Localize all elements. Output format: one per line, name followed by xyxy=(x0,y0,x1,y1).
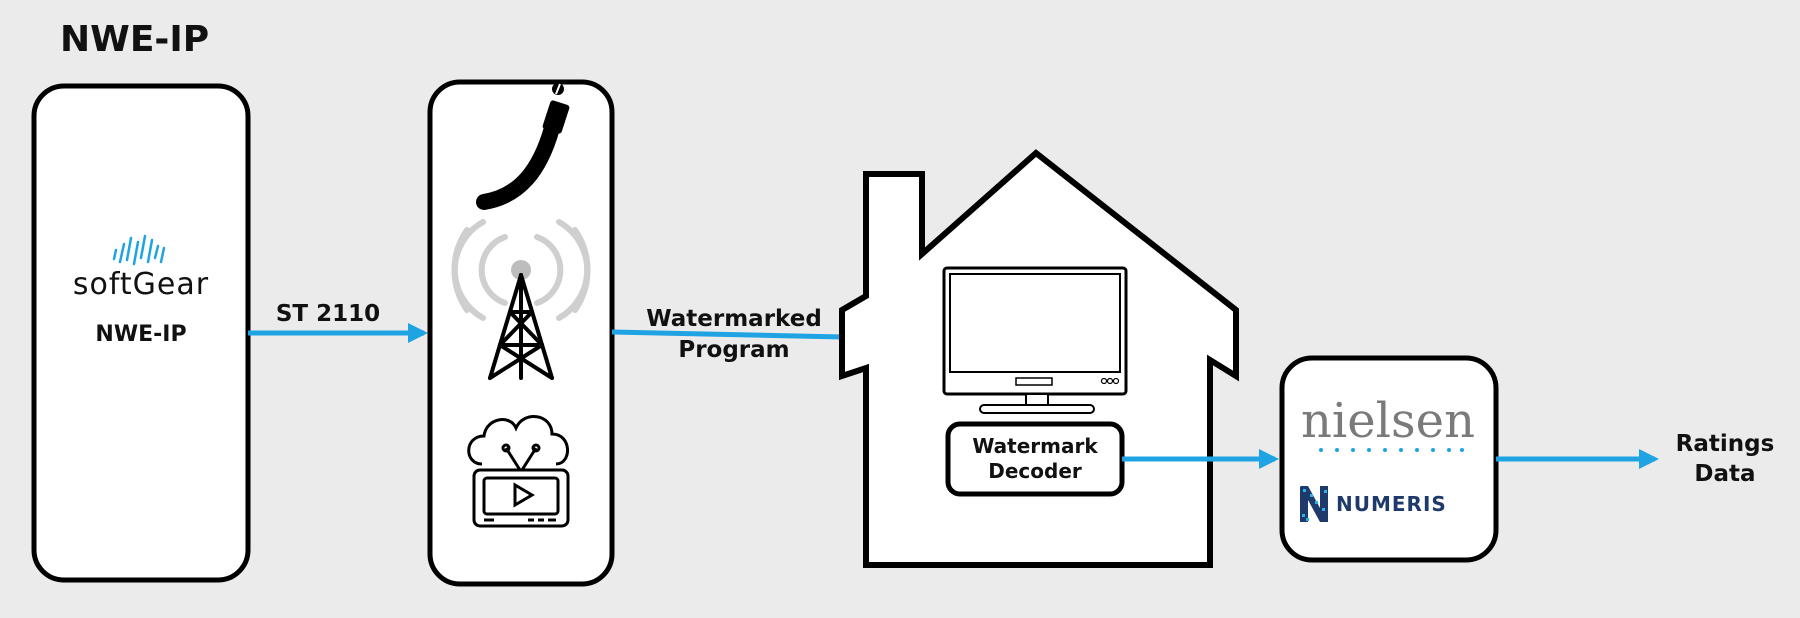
program-label-line2: Program xyxy=(678,337,789,363)
output-label-line2: Data xyxy=(1694,461,1755,487)
output-label-line1: Ratings xyxy=(1676,431,1775,457)
program-label-line1: Watermarked xyxy=(646,306,822,332)
ratings-partners-box: nielsen NUMERIS xyxy=(1279,355,1499,563)
svg-text:nielsen: nielsen xyxy=(1301,393,1475,449)
watermark-decoder-box: Watermark Decoder xyxy=(945,421,1125,497)
broadcast-tower-icon xyxy=(451,219,591,380)
numeris-logo: NUMERIS xyxy=(1300,486,1447,522)
encoder-box: softGear NWE-IP xyxy=(31,83,251,583)
encoder-product-label: NWE-IP xyxy=(95,322,186,347)
diagram-title: NWE-IP xyxy=(60,19,209,60)
coax-cable-icon xyxy=(476,83,570,210)
decoder-label-line1: Watermark xyxy=(972,434,1098,458)
numeris-mark-icon xyxy=(1300,486,1328,522)
softgear-logo-icon xyxy=(112,234,166,266)
softgear-brand: softGear xyxy=(73,267,209,302)
cloud-tv-icon xyxy=(467,415,570,528)
svg-text:NUMERIS: NUMERIS xyxy=(1336,492,1447,516)
nielsen-logo: nielsen xyxy=(1301,393,1475,452)
decoder-label-line2: Decoder xyxy=(988,459,1082,483)
distribution-box xyxy=(427,79,615,587)
television-icon xyxy=(942,266,1128,414)
st2110-label: ST 2110 xyxy=(276,301,380,327)
